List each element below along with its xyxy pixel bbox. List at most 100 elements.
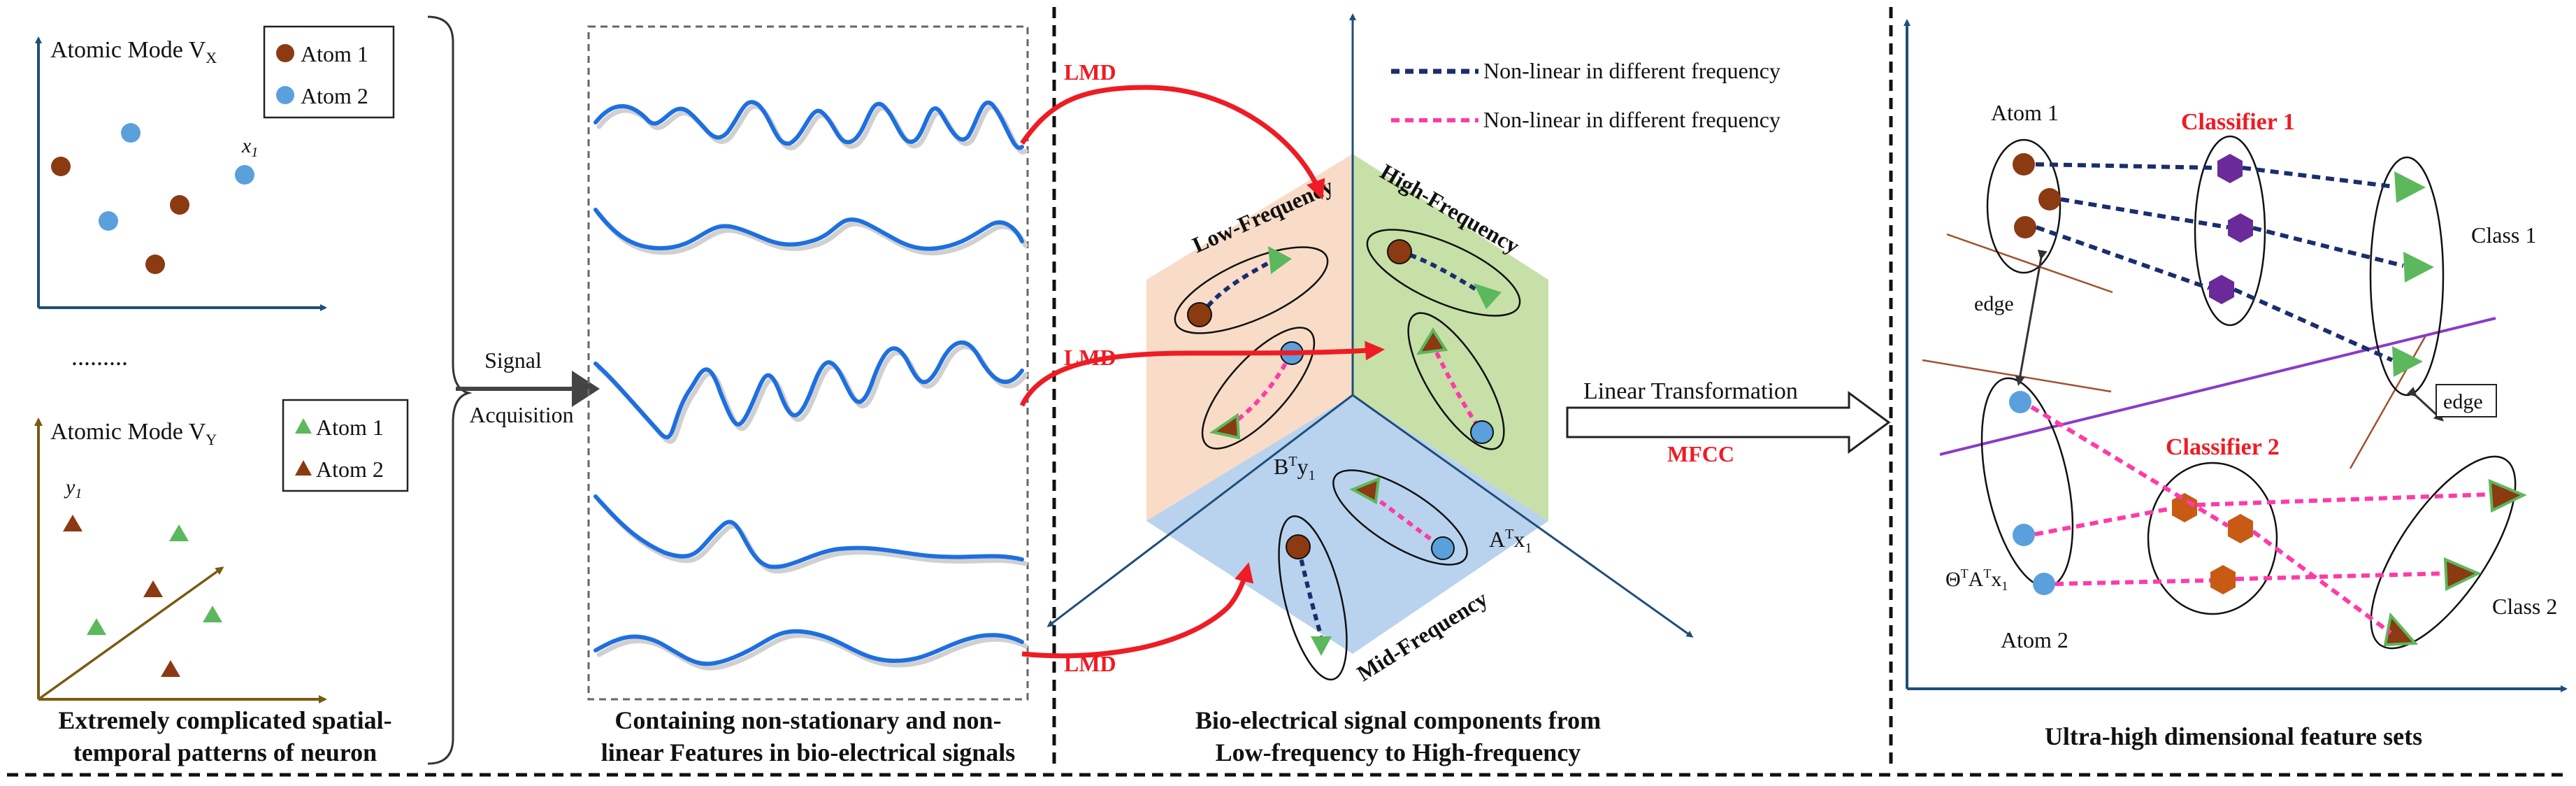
edge-label-bg-1 <box>1968 287 2025 319</box>
navy-link <box>2233 287 2394 362</box>
mid-frequency-face <box>1146 395 1548 654</box>
panel3-caption-line1: Bio-electrical signal components from <box>1195 706 1601 734</box>
legend-bottom-box <box>282 399 409 492</box>
green-triangle-point <box>87 618 106 635</box>
lmd-label-2: LMD <box>1064 345 1116 370</box>
hollow-arrow <box>1566 391 1891 454</box>
mode-vy-label: Atomic Mode VY <box>50 419 217 448</box>
low-frequency-face <box>1146 154 1353 521</box>
class1-label: Class 1 <box>2471 222 2536 248</box>
mid-cluster-ellipse-2 <box>1278 515 1348 681</box>
classifier1-ellipse <box>2194 135 2266 327</box>
signal-acquisition-arrow: Signal Acquisition <box>456 348 600 427</box>
atom2-dot <box>2013 524 2035 546</box>
signal-trace-5 <box>593 629 1024 666</box>
atom1-point <box>51 157 71 176</box>
atom2-label: Atom 2 <box>2001 627 2068 652</box>
right-axis <box>1352 394 1694 638</box>
linear-transformation-arrow: Linear Transformation MFCC <box>1566 378 1891 466</box>
lmd-arrow-1 <box>1020 85 1325 200</box>
legend-top-atom1: Atom 1 <box>301 41 368 66</box>
orange-hexagon <box>2228 514 2253 543</box>
atom1-dot <box>2013 153 2035 176</box>
brown-triangle-point <box>63 515 82 531</box>
green-triangle <box>2394 171 2426 203</box>
classifier2-ellipse <box>2147 462 2278 615</box>
edge-label-box-2 <box>2435 384 2497 417</box>
atom2-dot <box>2009 391 2031 413</box>
separator-brown <box>1946 233 2113 294</box>
legend-green-triangle <box>295 418 312 434</box>
panel1-caption-line2: temporal patterns of neuron <box>73 738 377 766</box>
atom1-dot <box>1286 534 1311 559</box>
brown-triangle <box>2488 478 2527 513</box>
mid-pink-path <box>1360 487 1443 549</box>
panel-feature-sets: Atom 1 Classifier 1 Class 1 Atom <box>1904 19 2568 750</box>
low-cluster-ellipse-2 <box>1201 327 1316 450</box>
panel2-caption-line1: Containing non-stationary and non- <box>614 706 1001 734</box>
legend-top-box <box>263 25 395 119</box>
legend-brown-triangle <box>295 460 312 476</box>
atom1-point <box>145 255 165 274</box>
high-cluster-ellipse-2 <box>1407 312 1505 450</box>
navy-link <box>2036 225 2210 290</box>
legend-bottom-atom1: Atom 1 <box>316 415 384 440</box>
atom2-dot <box>2033 573 2055 595</box>
class2-ellipse <box>2370 455 2517 650</box>
green-triangle-point <box>203 606 222 622</box>
linear-transformation-label: Linear Transformation <box>1583 378 1798 404</box>
lmd-label-3: LMD <box>1064 651 1116 676</box>
signal-trace-4 <box>593 494 1024 569</box>
signal-label: Signal <box>484 348 542 373</box>
atom1-dot <box>2038 188 2061 210</box>
panel-bio-signals: Containing non-stationary and non- linea… <box>587 25 1029 766</box>
edge-arrow-1 <box>2015 249 2048 386</box>
mode-vx-label: Atomic Mode VX <box>50 37 217 66</box>
bottom-diagonal-axis <box>37 566 224 701</box>
navy-link <box>2242 166 2395 189</box>
atom2-point <box>235 165 254 185</box>
signals-dashed-box <box>587 25 1029 701</box>
lmd-arrow-2 <box>1019 341 1385 407</box>
brown-triangle <box>1209 413 1241 440</box>
high-cluster-ellipse <box>1366 229 1521 317</box>
legend-bottom-atom2: Atom 2 <box>316 457 384 482</box>
pink-link <box>2235 571 2446 581</box>
purple-hexagon <box>2228 213 2253 243</box>
panel2-caption-line2: linear Features in bio-electrical signal… <box>601 738 1016 766</box>
low-pink-path <box>1229 352 1293 427</box>
navy-link <box>2060 197 2229 229</box>
atom1-point <box>170 195 189 215</box>
high-pink-path <box>1430 341 1483 431</box>
mid-cluster-ellipse <box>1332 469 1468 566</box>
brown-triangle <box>1416 327 1448 355</box>
classifier1-label: Classifier 1 <box>2181 109 2295 135</box>
atom2-dot <box>1470 420 1494 444</box>
legend-atom2-dot <box>276 86 294 104</box>
pink-link <box>2030 405 2229 528</box>
acquisition-arrow-head <box>572 371 600 407</box>
atom2-point <box>99 211 118 231</box>
classifier2-label: Classifier 2 <box>2166 434 2280 460</box>
legend-atom1-dot <box>276 44 294 62</box>
separator-purple <box>1939 317 2496 456</box>
separator-brown-3 <box>2349 335 2427 469</box>
acquisition-label: Acquisition <box>469 402 573 427</box>
separator-brown-2 <box>1922 359 2112 393</box>
pink-link <box>2034 506 2173 536</box>
legend-navy-text: Non-linear in different frequency <box>1483 58 1780 83</box>
green-triangle-point <box>169 524 189 541</box>
green-triangle <box>1474 283 1502 309</box>
edge-label-1: edge <box>1974 292 2014 315</box>
navy-link <box>2035 162 2218 170</box>
ellipsis: ......... <box>71 343 128 371</box>
green-triangle <box>2392 346 2423 377</box>
left-axis <box>1046 394 1353 627</box>
x1-label: x1 <box>241 134 258 160</box>
atom2-point <box>121 123 141 143</box>
edge-label-2: edge <box>2443 390 2483 413</box>
green-triangle <box>2403 252 2434 283</box>
purple-hexagon <box>2209 275 2234 304</box>
